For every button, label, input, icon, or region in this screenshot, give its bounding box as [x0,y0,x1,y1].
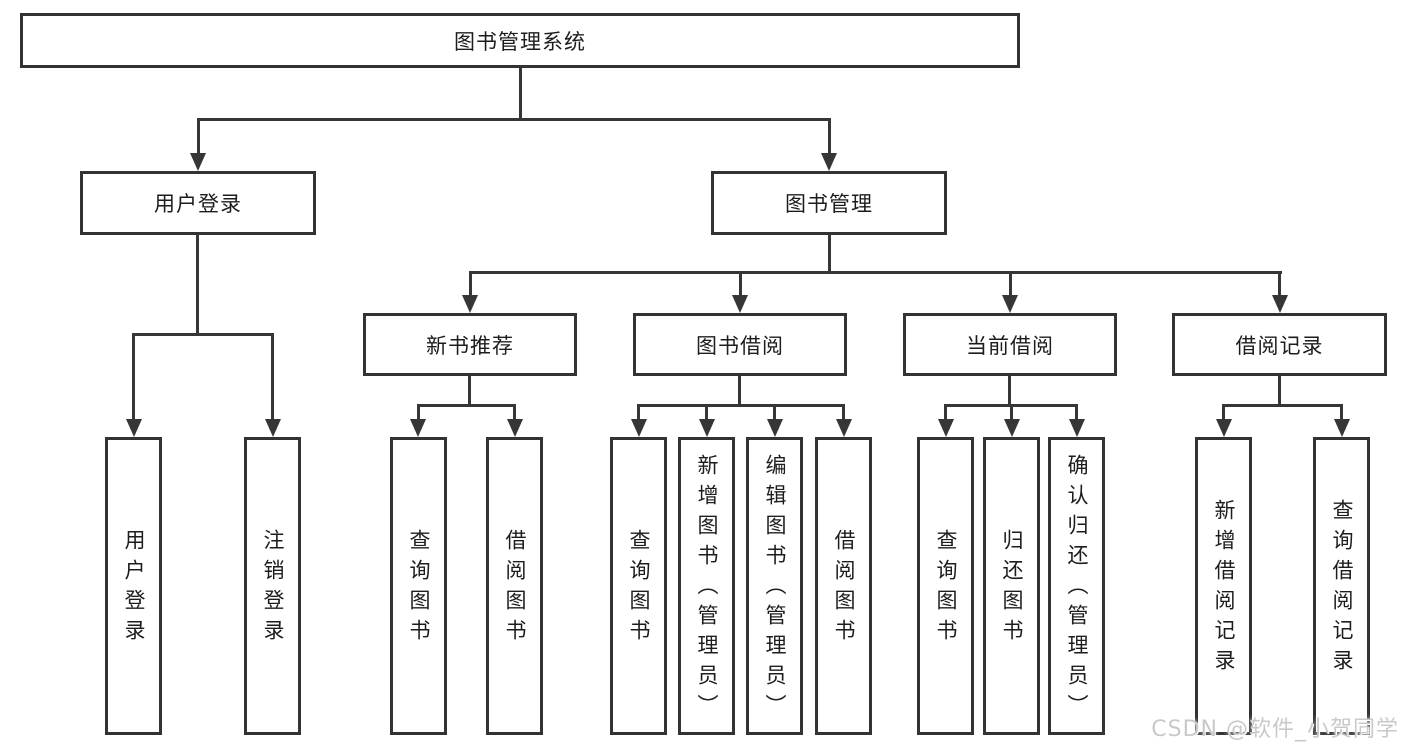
arrow-down-icon [821,153,837,171]
connector-userlogin-rail [132,333,274,336]
connector-bookmgmt-stem [828,235,831,273]
node-book-management: 图书管理 [711,171,947,235]
leaf-return-books: 归还图书 [983,437,1040,735]
node-label: 图书管理系统 [454,29,586,54]
arrow-down-icon [190,153,206,171]
leaf-query-borrow-record: 查询借阅记录 [1313,437,1370,735]
connector-records-stem [1278,376,1281,406]
node-label: 用户登录 [154,192,242,216]
connector-bookmgmt-drop-4 [1278,271,1281,297]
node-label: 借阅记录 [1235,333,1324,358]
leaf-query-books-2: 查询图书 [610,437,667,735]
connector-borrowing-drop-2 [705,404,708,421]
arrow-down-icon [507,419,523,437]
arrow-down-icon [699,419,715,437]
connector-borrowing-rail [637,404,845,407]
arrow-down-icon [732,295,748,313]
node-label: 借阅图书 [503,529,527,649]
node-label: 新增借阅记录 [1212,499,1236,679]
node-label: 确认归还（管理员） [1065,454,1089,724]
connector-borrowing-drop-3 [773,404,776,421]
node-label: 新书推荐 [426,333,514,358]
node-book-borrowing: 图书借阅 [633,313,847,376]
connector-userlogin-stem [196,235,199,335]
connector-bookmgmt-drop-3 [1009,271,1012,297]
node-label: 归还图书 [1000,529,1024,649]
node-label: 新增图书（管理员） [695,454,719,724]
connector-records-drop-2 [1340,404,1343,421]
arrow-down-icon [1069,419,1085,437]
connector-userlogin-drop-1 [132,333,135,421]
connector-root-drop-left [197,118,200,155]
node-label: 图书借阅 [696,333,784,358]
connector-current-stem [1008,376,1011,406]
arrow-down-icon [410,419,426,437]
connector-records-rail [1222,404,1343,407]
leaf-query-books-3: 查询图书 [917,437,974,735]
node-user-login: 用户登录 [80,171,316,235]
leaf-confirm-return-admin: 确认归还（管理员） [1048,437,1105,735]
node-label: 编辑图书（管理员） [763,454,787,724]
leaf-logout: 注销登录 [244,437,301,735]
arrow-down-icon [1272,295,1288,313]
connector-newbook-stem [468,376,471,406]
node-label: 用户登录 [122,529,146,649]
connector-root-drop-right [828,118,831,155]
leaf-add-books-admin: 新增图书（管理员） [678,437,735,735]
arrow-down-icon [938,419,954,437]
leaf-query-books-1: 查询图书 [390,437,447,735]
connector-current-drop-1 [944,404,947,421]
node-library-system: 图书管理系统 [20,13,1020,68]
node-label: 当前借阅 [966,333,1054,358]
node-label: 查询图书 [407,529,431,649]
connector-bookmgmt-drop-2 [739,271,742,297]
arrow-down-icon [1002,295,1018,313]
connector-newbook-drop-2 [513,404,516,421]
arrow-down-icon [1334,419,1350,437]
arrow-down-icon [126,419,142,437]
connector-current-drop-2 [1010,404,1013,421]
connector-current-drop-3 [1075,404,1078,421]
leaf-borrow-books-1: 借阅图书 [486,437,543,735]
connector-borrowing-stem [738,376,741,406]
node-label: 查询图书 [934,529,958,649]
connector-newbook-rail [417,404,516,407]
node-label: 查询借阅记录 [1330,499,1354,679]
arrow-down-icon [836,419,852,437]
connector-newbook-drop-1 [417,404,420,421]
arrow-down-icon [265,419,281,437]
leaf-add-borrow-record: 新增借阅记录 [1195,437,1252,735]
leaf-borrow-books-2: 借阅图书 [815,437,872,735]
connector-borrowing-drop-4 [842,404,845,421]
node-label: 借阅图书 [832,529,856,649]
arrow-down-icon [1216,419,1232,437]
connector-borrowing-drop-1 [637,404,640,421]
arrow-down-icon [767,419,783,437]
connector-records-drop-1 [1222,404,1225,421]
connector-bookmgmt-drop-1 [469,271,472,297]
csdn-watermark: CSDN @软件_小贺同学 [1151,717,1399,742]
arrow-down-icon [462,295,478,313]
leaf-user-login: 用户登录 [105,437,162,735]
connector-root-stem [519,68,522,120]
connector-bookmgmt-rail [469,271,1282,274]
arrow-down-icon [1004,419,1020,437]
node-label: 图书管理 [785,192,873,216]
node-label: 查询图书 [627,529,651,649]
node-borrowing-records: 借阅记录 [1172,313,1387,376]
node-new-book-recommend: 新书推荐 [363,313,577,376]
node-label: 注销登录 [261,529,285,649]
arrow-down-icon [631,419,647,437]
connector-root-rail [197,118,831,121]
leaf-edit-books-admin: 编辑图书（管理员） [746,437,803,735]
node-current-borrowing: 当前借阅 [903,313,1117,376]
connector-userlogin-drop-2 [271,333,274,421]
